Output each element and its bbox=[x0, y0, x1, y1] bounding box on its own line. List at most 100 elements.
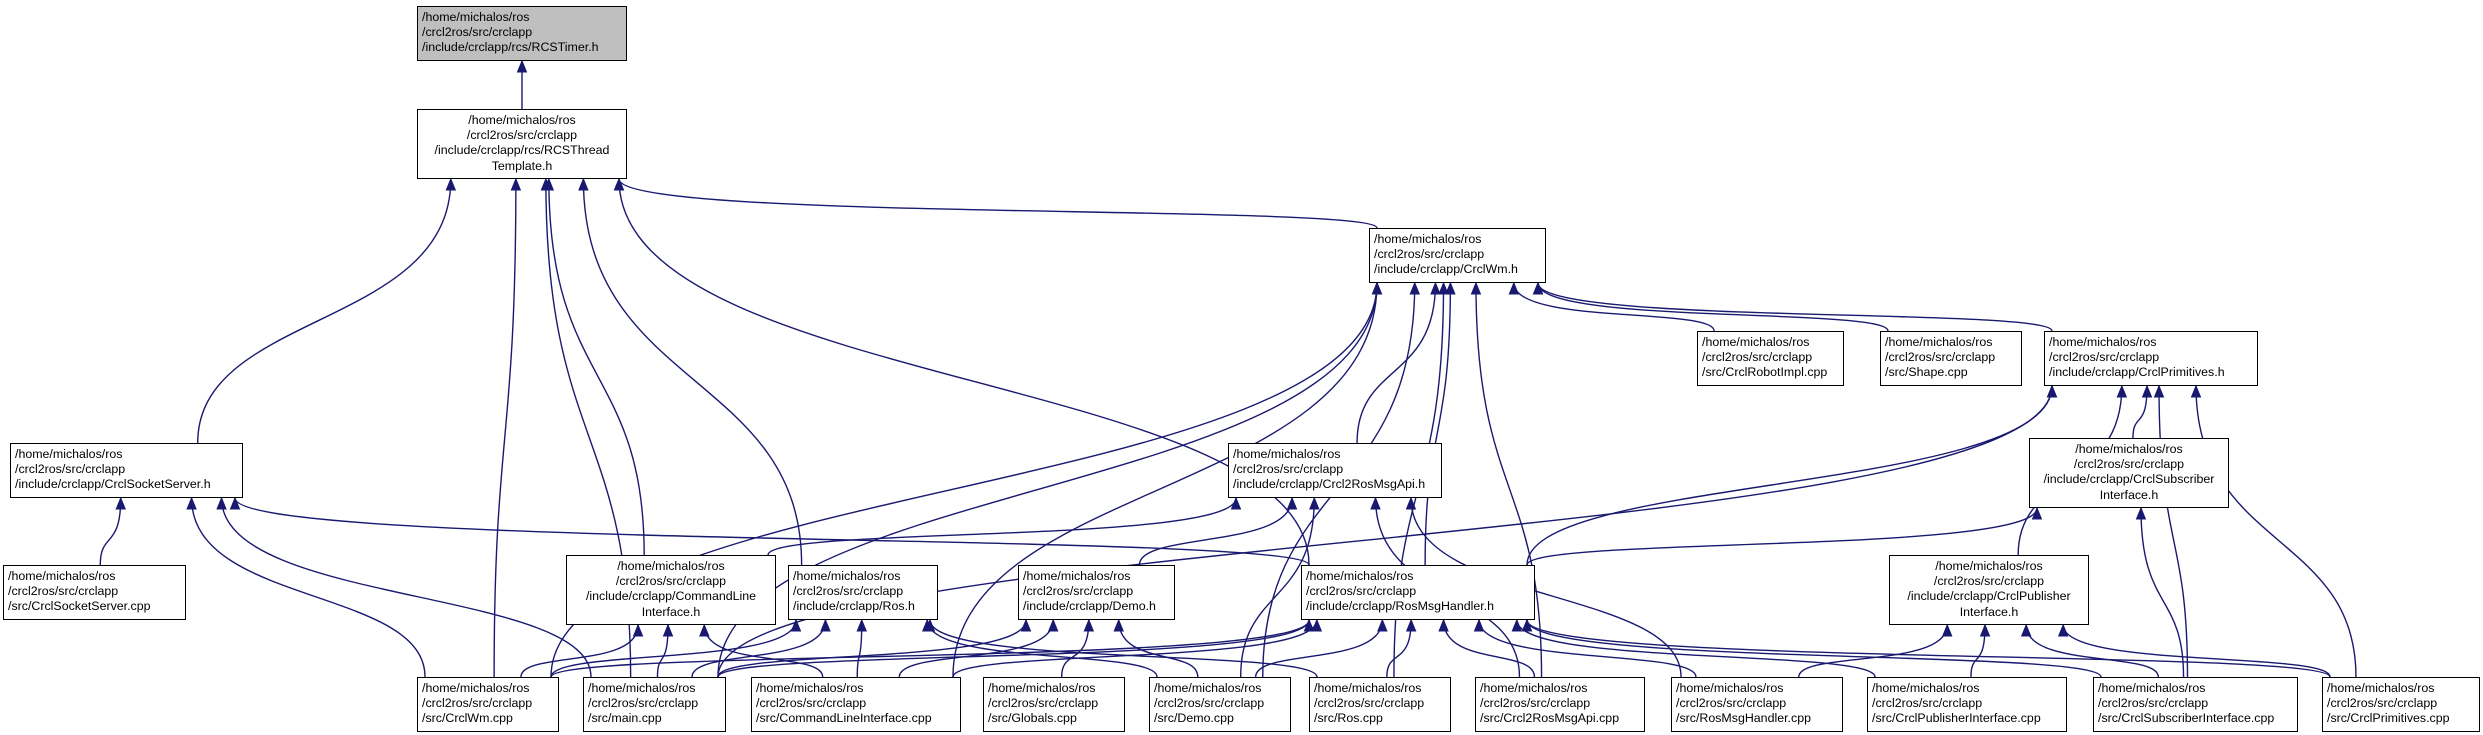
edge-arrowhead bbox=[924, 618, 936, 632]
node-crcl2rosmsgapi-cpp[interactable]: /home/michalos/ros /crcl2ros/src/crclapp… bbox=[1475, 677, 1645, 732]
edge-arrowhead bbox=[2190, 384, 2202, 398]
edge-arrowhead bbox=[1377, 618, 1388, 632]
node-crclsubscriberinterface-h[interactable]: /home/michalos/ros /crcl2ros/src/crclapp… bbox=[2029, 438, 2229, 508]
edge-arrowhead bbox=[1511, 618, 1523, 632]
node-rosmsghandler-h[interactable]: /home/michalos/ros /crcl2ros/src/crclapp… bbox=[1301, 565, 1535, 620]
edge-commandline_h-to-rcsthread bbox=[548, 178, 645, 556]
edge-arrowhead bbox=[1438, 618, 1449, 632]
edge-arrowhead bbox=[543, 177, 555, 191]
edge-arrowhead bbox=[1230, 496, 1242, 510]
edge-rosmsghandler_h-to-primitives_h bbox=[1526, 385, 2053, 566]
edge-arrowhead bbox=[1311, 618, 1323, 632]
edge-shape-to-crclwm_h bbox=[1537, 282, 1889, 332]
edge-primitives_cpp-to-primitives_h bbox=[2195, 385, 2357, 678]
edge-main_cpp-to-primitives_h bbox=[717, 385, 2053, 678]
node-ros-h[interactable]: /home/michalos/ros /crcl2ros/src/crclapp… bbox=[788, 565, 938, 620]
edge-commandline_cpp-to-demo_h bbox=[898, 619, 1054, 678]
node-main-cpp[interactable]: /home/michalos/ros /crcl2ros/src/crclapp… bbox=[583, 677, 726, 732]
node-crclwm-cpp[interactable]: /home/michalos/ros /crcl2ros/src/crclapp… bbox=[417, 677, 559, 732]
edge-arrowhead bbox=[2153, 384, 2165, 398]
node-ros-cpp[interactable]: /home/michalos/ros /crcl2ros/src/crclapp… bbox=[1309, 677, 1451, 732]
edge-rosmsgapi_cpp-to-rosmsghandler_h bbox=[1442, 619, 1536, 678]
node-commandlineinterface-cpp[interactable]: /home/michalos/ros /crcl2ros/src/crclapp… bbox=[751, 677, 961, 732]
node-crclsubscriberinterface-cpp[interactable]: /home/michalos/ros /crcl2ros/src/crclapp… bbox=[2093, 677, 2298, 732]
edge-arrowhead bbox=[2057, 623, 2069, 637]
edge-crclwm_cpp-to-rcsthread bbox=[493, 178, 517, 678]
node-crcl2rosmsgapi-h[interactable]: /home/michalos/ros /crcl2ros/src/crclapp… bbox=[1228, 443, 1442, 498]
edge-rosmsghandler_h-to-rcsthread bbox=[618, 178, 1310, 566]
edge-robotimpl-to-crclwm_h bbox=[1513, 282, 1715, 332]
edge-rosmsghandler_h-to-subscriber_h bbox=[1526, 507, 2038, 566]
edge-arrowhead bbox=[1020, 618, 1032, 632]
edge-arrowhead bbox=[632, 623, 644, 637]
edge-crclwm_cpp-to-commandline_h bbox=[520, 624, 639, 678]
edge-primitives_cpp-to-rosmsghandler_h bbox=[1526, 619, 2331, 678]
node-crclpublisherinterface-h[interactable]: /home/michalos/ros /crcl2ros/src/crclapp… bbox=[1889, 555, 2089, 625]
edge-demo_h-to-rosmsgapi_h bbox=[1138, 497, 1293, 566]
edge-rosmsgapi_h-to-crclwm_h bbox=[1356, 282, 1437, 444]
node-rcsthreadtemplate-h[interactable]: /home/michalos/ros /crcl2ros/src/crclapp… bbox=[417, 109, 627, 179]
edge-arrowhead bbox=[2020, 623, 2032, 637]
edge-rosmsghandler_h-to-socketserver_h bbox=[234, 497, 1310, 566]
node-crclsocketserver-cpp[interactable]: /home/michalos/ros /crcl2ros/src/crclapp… bbox=[3, 565, 186, 620]
edge-arrowhead bbox=[216, 496, 227, 510]
edge-arrowhead bbox=[1430, 281, 1441, 295]
node-crclsocketserver-h[interactable]: /home/michalos/ros /crcl2ros/src/crclapp… bbox=[10, 443, 243, 498]
edge-main_cpp-to-rosmsghandler_h bbox=[717, 619, 1310, 678]
node-demo-h[interactable]: /home/michalos/ros /crcl2ros/src/crclapp… bbox=[1018, 565, 1175, 620]
edge-arrowhead bbox=[1409, 281, 1420, 295]
edge-main_cpp-to-socketserver_h bbox=[220, 497, 592, 678]
edge-subscriber_cpp-to-primitives_h bbox=[2158, 385, 2189, 678]
node-crclrobotimpl-cpp[interactable]: /home/michalos/ros /crcl2ros/src/crclapp… bbox=[1697, 331, 1844, 386]
edge-demo_cpp-to-demo_h bbox=[1118, 619, 1199, 678]
edge-commandline_cpp-to-ros_h bbox=[856, 619, 863, 678]
edge-arrowhead bbox=[856, 618, 867, 632]
edge-arrowhead bbox=[1309, 496, 1320, 510]
node-commandlineinterface-h[interactable]: /home/michalos/ros /crcl2ros/src/crclapp… bbox=[566, 555, 776, 625]
node-demo-cpp[interactable]: /home/michalos/ros /crcl2ros/src/crclapp… bbox=[1149, 677, 1291, 732]
edge-arrowhead bbox=[1405, 496, 1417, 510]
edge-publisher_cpp-to-rosmsghandler_h bbox=[1516, 619, 1876, 678]
edge-arrowhead bbox=[1286, 496, 1298, 510]
node-shape-cpp[interactable]: /home/michalos/ros /crcl2ros/src/crclapp… bbox=[1880, 331, 2022, 386]
edge-subscriber_cpp-to-publisher_h bbox=[2025, 624, 2160, 678]
edge-arrowhead bbox=[1979, 623, 1991, 637]
edge-arrowhead bbox=[229, 496, 241, 510]
edge-demo_cpp-to-rosmsgapi_h bbox=[1240, 497, 1315, 678]
edge-arrowhead bbox=[445, 177, 457, 191]
node-crclprimitives-cpp[interactable]: /home/michalos/ros /crcl2ros/src/crclapp… bbox=[2322, 677, 2480, 732]
edge-arrowhead bbox=[1473, 618, 1485, 632]
edge-rosmsgapi_cpp-to-crclwm_h bbox=[1475, 282, 1543, 678]
edge-globals_cpp-to-demo_h bbox=[1060, 619, 1090, 678]
node-rcstimer-h: /home/michalos/ros /crcl2ros/src/crclapp… bbox=[417, 6, 627, 61]
edge-arrowhead bbox=[510, 177, 522, 191]
edge-subscriber_cpp-to-rosmsghandler_h bbox=[1526, 619, 2102, 678]
edge-commandline_h-to-rosmsgapi_h bbox=[767, 497, 1237, 556]
node-rosmsghandler-cpp[interactable]: /home/michalos/ros /crcl2ros/src/crclapp… bbox=[1671, 677, 1843, 732]
edge-subscriber_cpp-to-subscriber_h bbox=[2140, 507, 2185, 678]
edge-arrowhead bbox=[186, 496, 197, 510]
edge-rosmsghandler_cpp-to-publisher_h bbox=[1798, 624, 1948, 678]
edge-arrowhead bbox=[2031, 506, 2043, 520]
edge-main_cpp-to-demo_h bbox=[717, 619, 1027, 678]
node-globals-cpp[interactable]: /home/michalos/ros /crcl2ros/src/crclapp… bbox=[983, 677, 1125, 732]
edge-main_cpp-to-ros_h bbox=[691, 619, 827, 678]
edge-arrowhead bbox=[1371, 281, 1383, 295]
edge-arrowhead bbox=[820, 618, 831, 632]
edge-arrowhead bbox=[1047, 618, 1059, 632]
edge-socketserver_cpp-to-socketserver_h bbox=[99, 497, 122, 566]
edge-crclwm_cpp-to-socketserver_h bbox=[190, 497, 426, 678]
edge-arrowhead bbox=[1445, 281, 1456, 295]
edge-arrowhead bbox=[1370, 496, 1381, 510]
edge-commandline_cpp-to-commandline_h bbox=[703, 624, 824, 678]
edge-crclwm_cpp-to-rosmsghandler_h bbox=[550, 619, 1310, 678]
edge-layer bbox=[99, 59, 2357, 678]
node-crclprimitives-h[interactable]: /home/michalos/ros /crcl2ros/src/crclapp… bbox=[2044, 331, 2258, 386]
edge-arrowhead bbox=[1532, 281, 1544, 295]
edge-arrowhead bbox=[613, 177, 625, 191]
edge-arrowhead bbox=[1438, 281, 1449, 295]
edge-arrowhead bbox=[2141, 384, 2153, 398]
node-crclpublisherinterface-cpp[interactable]: /home/michalos/ros /crcl2ros/src/crclapp… bbox=[1867, 677, 2067, 732]
node-crclwm-h[interactable]: /home/michalos/ros /crcl2ros/src/crclapp… bbox=[1369, 228, 1546, 283]
